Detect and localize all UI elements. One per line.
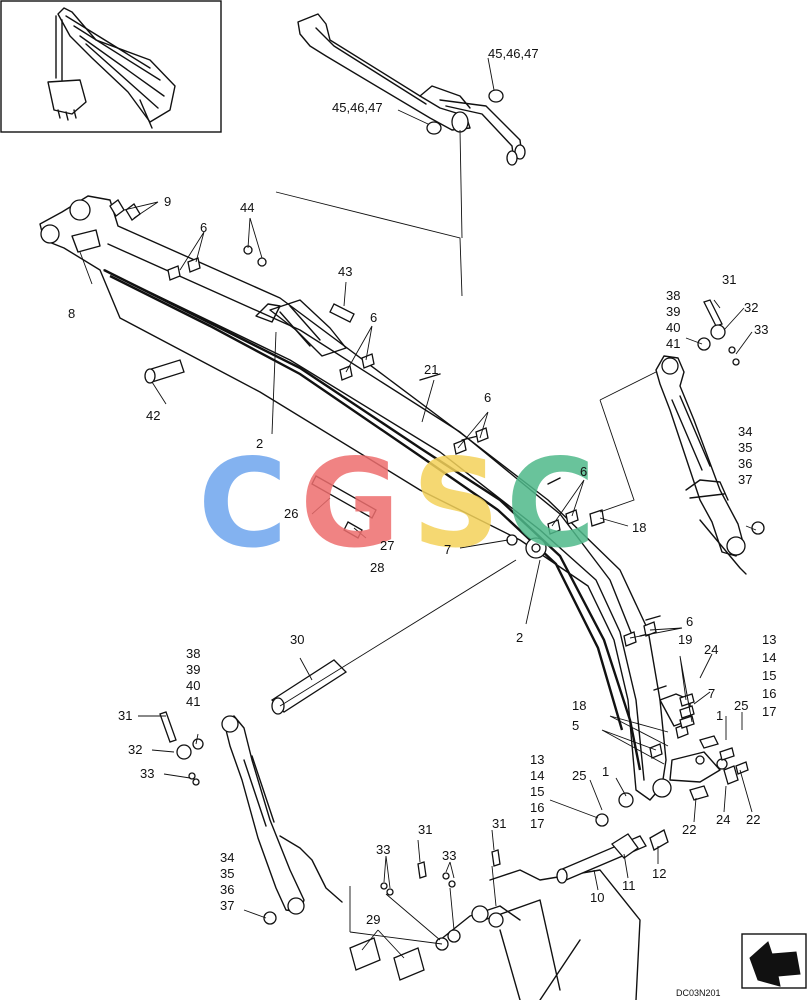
stack-34-37-left-3: 37: [220, 898, 234, 913]
callout-25-b: 25: [572, 768, 586, 783]
callout-24-a: 24: [704, 642, 718, 657]
callout-6-b: 6: [370, 310, 377, 325]
callout-2-b: 2: [516, 630, 523, 645]
callout-44: 44: [240, 200, 254, 215]
stack-34-37-left-0: 34: [220, 850, 234, 865]
callout-42: 42: [146, 408, 160, 423]
callout-32-a: 32: [128, 742, 142, 757]
watermark-letter-s: S: [412, 433, 500, 575]
right-cylinder: [655, 299, 765, 575]
stack-38-41-right-3: 41: [666, 336, 680, 351]
watermark: C G S C: [198, 433, 596, 575]
callout-31-a: 31: [118, 708, 132, 723]
callout-30: 30: [290, 632, 304, 647]
stack-13-17-right-4: 17: [762, 704, 776, 719]
callout-7-b: 7: [708, 686, 715, 701]
callout-45-46-47-a: 45,46,47: [488, 46, 539, 61]
callout-6-a: 6: [200, 220, 207, 235]
stack-38-41-left: 38 39 40 41: [186, 646, 200, 709]
callout-10: 10: [590, 890, 604, 905]
callout-6-e: 6: [686, 614, 693, 629]
callout-31-d: 31: [492, 816, 506, 831]
stack-38-41-right-0: 38: [666, 288, 680, 303]
callout-45-46-47-b: 45,46,47: [332, 100, 383, 115]
stack-13-17-right-2: 15: [762, 668, 776, 683]
stack-13-17-mid-0: 13: [530, 752, 544, 767]
stack-34-37-right-2: 36: [738, 456, 752, 471]
stack-34-37-left: 34 35 36 37: [220, 850, 234, 913]
callout-31-b: 31: [722, 272, 736, 287]
stack-34-37-left-2: 36: [220, 882, 234, 897]
callout-labels: 9 6 44 8 43 6 42 2 21 6 26 27 28 7 6 18 …: [68, 46, 768, 927]
stack-38-41-left-0: 38: [186, 646, 200, 661]
callout-26: 26: [284, 506, 298, 521]
callout-12: 12: [652, 866, 666, 881]
stack-38-41-left-2: 40: [186, 678, 200, 693]
stack-38-41-right-2: 40: [666, 320, 680, 335]
stack-13-17-right: 13 14 15 16 17: [762, 632, 776, 719]
stack-13-17-mid-2: 15: [530, 784, 544, 799]
stack-38-41-left-1: 39: [186, 662, 200, 677]
leader-lines: [79, 57, 757, 959]
stack-34-37-right-1: 35: [738, 440, 752, 455]
callout-7-a: 7: [444, 542, 451, 557]
callout-33-a: 33: [140, 766, 154, 781]
callout-22-b: 22: [746, 812, 760, 827]
bottom-bracket: [349, 792, 669, 1000]
callout-33-d: 33: [442, 848, 456, 863]
orientation-arrow-icon: [741, 933, 807, 989]
callout-18-b: 18: [572, 698, 586, 713]
stack-38-41-right: 38 39 40 41: [666, 288, 680, 351]
callout-1-a: 1: [716, 708, 723, 723]
callout-43: 43: [338, 264, 352, 279]
watermark-letter-c1: C: [198, 433, 288, 575]
callout-29: 29: [366, 912, 380, 927]
callout-9: 9: [164, 194, 171, 209]
callout-6-c: 6: [484, 390, 491, 405]
inset-overview: [0, 0, 222, 133]
stack-34-37-right-0: 34: [738, 424, 752, 439]
callout-24-b: 24: [716, 812, 730, 827]
callout-2-a: 2: [256, 436, 263, 451]
callout-21: 21: [424, 362, 438, 377]
stack-38-41-left-3: 41: [186, 694, 200, 709]
stack-34-37-right-3: 37: [738, 472, 752, 487]
top-cylinder: [297, 13, 526, 166]
callout-1-b: 1: [602, 764, 609, 779]
callout-22-a: 22: [682, 822, 696, 837]
callout-6-d: 6: [580, 464, 587, 479]
callout-18-a: 18: [632, 520, 646, 535]
callout-31-c: 31: [418, 822, 432, 837]
callout-25-a: 25: [734, 698, 748, 713]
callout-33-c: 33: [376, 842, 390, 857]
stack-13-17-right-1: 14: [762, 650, 776, 665]
callout-33-b: 33: [754, 322, 768, 337]
stack-13-17-mid: 13 14 15 16 17: [530, 752, 544, 831]
diagram-id: DC03N201: [676, 988, 721, 998]
watermark-letter-g: G: [300, 433, 400, 575]
callout-19: 19: [678, 632, 692, 647]
callout-32-b: 32: [744, 300, 758, 315]
callout-27: 27: [380, 538, 394, 553]
stack-13-17-mid-4: 17: [530, 816, 544, 831]
callout-8: 8: [68, 306, 75, 321]
callout-28: 28: [370, 560, 384, 575]
assembly-lines: [275, 129, 657, 945]
watermark-letter-c2: C: [506, 433, 596, 575]
stack-34-37-left-1: 35: [220, 866, 234, 881]
stack-13-17-right-0: 13: [762, 632, 776, 647]
stack-34-37-right: 34 35 36 37: [738, 424, 752, 487]
stack-38-41-right-1: 39: [666, 304, 680, 319]
stack-13-17-mid-3: 16: [530, 800, 544, 815]
boom-hardware: [109, 199, 749, 801]
callout-11: 11: [622, 878, 636, 893]
boom: [39, 195, 721, 801]
stack-13-17-right-3: 16: [762, 686, 776, 701]
stack-13-17-mid-1: 14: [530, 768, 544, 783]
callout-5: 5: [572, 718, 579, 733]
